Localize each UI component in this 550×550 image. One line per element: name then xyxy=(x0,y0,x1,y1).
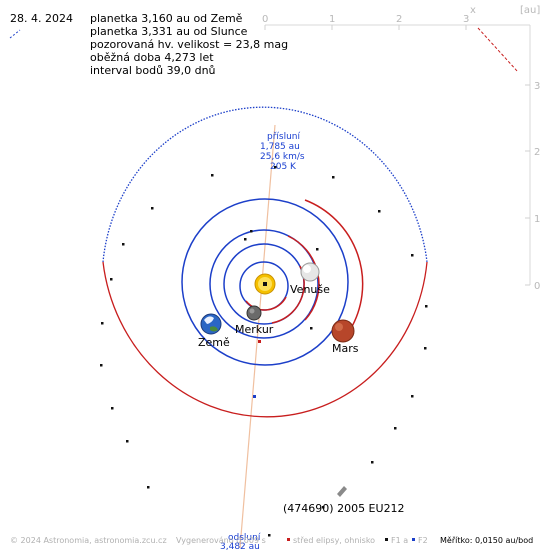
ellipse-center-marker xyxy=(253,395,256,398)
apsidal-line xyxy=(239,124,276,549)
mars-label: Mars xyxy=(332,342,359,355)
earth-orbit xyxy=(209,229,319,339)
asteroid-label: (474690) 2005 EU212 xyxy=(283,502,405,515)
mercury-planet xyxy=(246,305,262,321)
x-axis-label: x xyxy=(470,5,476,16)
date-label: 28. 4. 2024 xyxy=(10,12,73,25)
generated-time: Vygenerováno 0,009 s xyxy=(176,536,266,545)
perihelion-speed: 25,6 km/s xyxy=(260,152,305,162)
mars-orbit-blue xyxy=(181,198,349,283)
mars-orbit-blue-lower xyxy=(181,281,349,366)
y-tick-0: 0 xyxy=(534,281,540,292)
focus-marker xyxy=(258,340,261,343)
y-tick-1: 1 xyxy=(534,214,540,225)
aphelion-title: odsluní xyxy=(228,533,261,543)
axis-frame xyxy=(264,24,531,286)
asteroid-position-dots xyxy=(100,166,428,537)
info-line-4: oběžná doba 4,273 let xyxy=(90,51,214,64)
x-tick-2: 2 xyxy=(396,14,402,25)
legend-f2-text: F2 xyxy=(418,536,428,545)
legend-f1-text: F1 a xyxy=(391,536,408,545)
legend-center-marker xyxy=(287,538,290,541)
top-right-orbit-stub xyxy=(477,27,519,73)
mercury-label: Merkur xyxy=(235,323,274,336)
scale-label: Měřítko: 0,0150 au/bod xyxy=(440,536,533,545)
y-tick-3: 3 xyxy=(534,81,540,92)
mars-planet xyxy=(331,319,355,343)
sun xyxy=(254,273,276,295)
earth-label: Země xyxy=(198,336,230,349)
top-left-arrow-stub xyxy=(9,29,21,39)
x-tick-0: 0 xyxy=(262,14,268,25)
perihelion-temp: 205 K xyxy=(270,162,297,172)
aphelion-distance: 3,482 au xyxy=(220,542,260,550)
info-line-5: interval bodů 39,0 dnů xyxy=(90,64,216,77)
x-tick-1: 1 xyxy=(329,14,335,25)
mars-orbit-red xyxy=(304,199,364,331)
perihelion-distance: 1,785 au xyxy=(260,142,300,152)
legend-f2-marker xyxy=(412,538,415,541)
asteroid-orbit-blue-arc xyxy=(102,106,428,263)
legend-f1-marker xyxy=(385,538,388,541)
x-tick-3: 3 xyxy=(463,14,469,25)
info-line-2: planetka 3,331 au od Slunce xyxy=(90,25,248,38)
asteroid-orbit-red-arc xyxy=(102,261,428,418)
copyright-link[interactable]: © 2024 Astronomia, astronomia.zcu.cz xyxy=(10,536,167,545)
perihelion-title: přísluní xyxy=(267,132,301,142)
asteroid-marker-icon xyxy=(337,486,347,497)
info-line-1: planetka 3,160 au od Země xyxy=(90,12,243,25)
y-tick-2: 2 xyxy=(534,147,540,158)
info-line-3: pozorovaná hv. velikost = 23,8 mag xyxy=(90,38,288,51)
venus-label: Venuše xyxy=(290,283,330,296)
mercury-orbit-red xyxy=(245,296,287,311)
venus-planet xyxy=(300,262,320,282)
earth-planet xyxy=(200,313,222,335)
unit-label: [au] xyxy=(520,5,540,16)
legend-center-text: střed elipsy, ohnisko xyxy=(293,536,375,545)
